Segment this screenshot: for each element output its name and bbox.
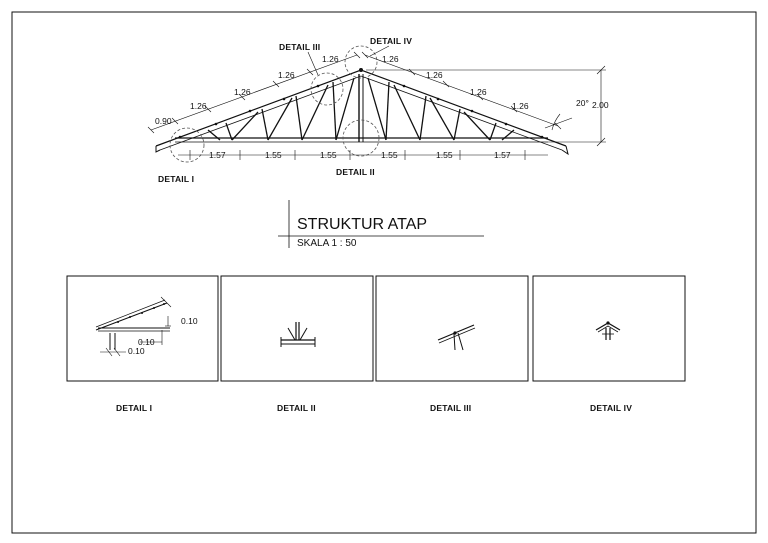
truss-top-chord [155, 69, 567, 147]
callout-circle-detail-4 [344, 45, 378, 79]
dim-top-right-4: 1.26 [512, 101, 529, 111]
dim-top-left-2: 1.26 [190, 101, 207, 111]
detail-1-dim-1: 0.10 [181, 316, 198, 326]
dim-top-right-1: 1.26 [382, 54, 399, 64]
truss-webs [207, 77, 515, 141]
callout-circle-detail-2 [342, 119, 380, 157]
detail-1-dim-2: 0.10 [138, 337, 155, 347]
callout-circle-detail-3 [310, 72, 344, 106]
callout-detail-3: DETAIL III [279, 42, 320, 52]
dim-bottom-1: 1.57 [209, 150, 226, 160]
callout-detail-4: DETAIL IV [370, 36, 412, 46]
dim-top-left-4: 1.26 [278, 70, 295, 80]
callout-detail-1: DETAIL I [158, 174, 194, 184]
title-block: STRUKTUR ATAP SKALA 1 : 50 [278, 200, 484, 249]
detail-label-2: DETAIL II [277, 403, 316, 413]
dim-bottom-2: 1.55 [265, 150, 282, 160]
dim-bottom-3: 1.55 [320, 150, 337, 160]
dim-bottom-6: 1.57 [494, 150, 511, 160]
detail-1-dim-3: 0.10 [128, 346, 145, 356]
detail-panel-1: 0.10 0.10 0.10 [66, 275, 219, 382]
drawing-title: STRUKTUR ATAP [297, 216, 427, 233]
detail-panel-3 [375, 275, 529, 382]
callout-detail-2: DETAIL II [336, 167, 375, 177]
detail-label-1: DETAIL I [116, 403, 152, 413]
truss-elevation: 0.90 1.26 1.26 1.26 1.26 1.26 1.26 1.26 … [147, 36, 609, 184]
dim-angle: 20° [576, 98, 589, 108]
drawing-scale: SKALA 1 : 50 [297, 238, 357, 249]
dim-top-left-3: 1.26 [234, 87, 251, 97]
sheet-border [11, 11, 757, 534]
dim-top-left-1: 0.90 [155, 116, 172, 126]
detail-label-4: DETAIL IV [590, 403, 632, 413]
detail-label-3: DETAIL III [430, 403, 471, 413]
dim-height: 2.00 [592, 100, 609, 110]
dim-top-left-5: 1.26 [322, 54, 339, 64]
dim-top-right-2: 1.26 [426, 70, 443, 80]
dim-top-right-3: 1.26 [470, 87, 487, 97]
dim-bottom-5: 1.55 [436, 150, 453, 160]
callout-circle-detail-1 [169, 127, 205, 163]
dim-bottom-4: 1.55 [381, 150, 398, 160]
detail-panel-2 [220, 275, 374, 382]
detail-panel-4 [532, 275, 686, 382]
